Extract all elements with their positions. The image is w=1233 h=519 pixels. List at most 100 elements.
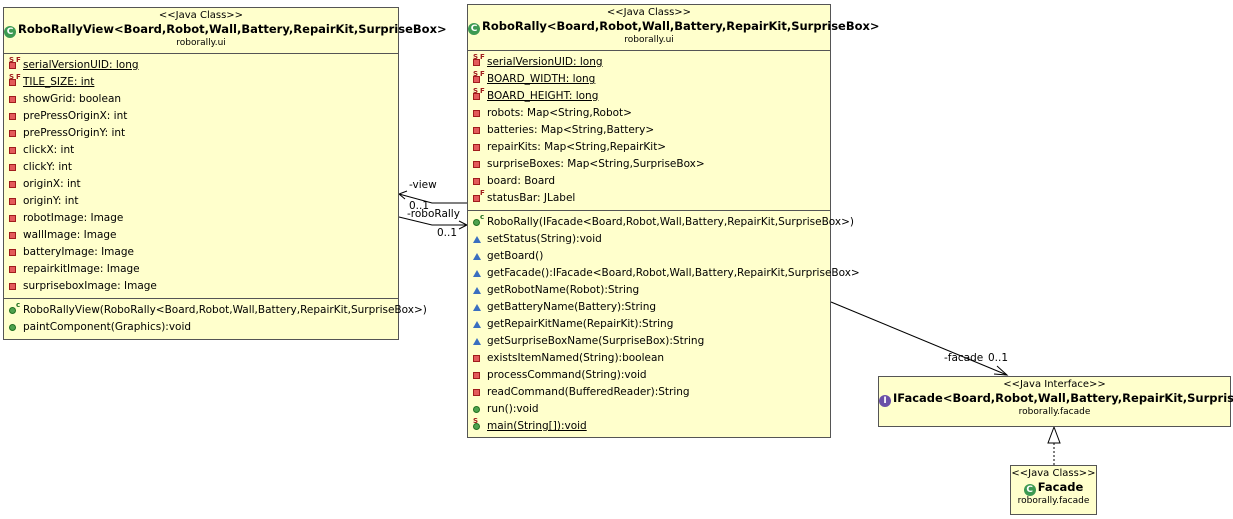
private-member-icon [473, 59, 480, 66]
member-row[interactable]: robots: Map<String,Robot> [468, 105, 830, 122]
member-row[interactable]: repairKits: Map<String,RepairKit> [468, 139, 830, 156]
member-row[interactable]: getRobotName(Robot):String [468, 282, 830, 299]
member-text: paintComponent(Graphics):void [23, 321, 192, 333]
member-row[interactable]: run():void [468, 401, 830, 418]
member-text: prePressOriginX: int [23, 110, 128, 122]
private-member-icon [9, 215, 16, 222]
member-row[interactable]: processCommand(String):void [468, 367, 830, 384]
static-modifier-icon: S [9, 56, 15, 64]
member-text: clickX: int [23, 144, 75, 156]
static-modifier-icon: S [473, 417, 479, 425]
member-text: robotImage: Image [23, 212, 124, 224]
member-text: originY: int [23, 195, 79, 207]
stereotype-label: <<Java Class>> [158, 10, 244, 21]
member-row[interactable]: board: Board [468, 173, 830, 190]
member-row[interactable]: getSurpriseBoxName(SurpriseBox):String [468, 333, 830, 350]
member-row[interactable]: originX: int [4, 176, 398, 193]
member-row[interactable]: batteryImage: Image [4, 244, 398, 261]
java-class-icon: C [1023, 484, 1036, 496]
member-text: run():void [487, 403, 539, 415]
member-text: processCommand(String):void [487, 369, 647, 381]
member-text: prePressOriginY: int [23, 127, 126, 139]
member-row[interactable]: setStatus(String):void [468, 231, 830, 248]
private-member-icon [473, 389, 480, 396]
protected-member-icon [473, 338, 481, 345]
final-modifier-icon: F [16, 56, 21, 64]
private-member-icon [473, 144, 480, 151]
private-member-icon [9, 147, 16, 154]
member-text: getSurpriseBoxName(SurpriseBox):String [487, 335, 705, 347]
member-row[interactable]: clickY: int [4, 159, 398, 176]
member-row[interactable]: prePressOriginY: int [4, 125, 398, 142]
stereotype-label: <<Java Class>> [606, 7, 692, 18]
member-row[interactable]: wallImage: Image [4, 227, 398, 244]
member-text: originX: int [23, 178, 81, 190]
member-text: showGrid: boolean [23, 93, 122, 105]
member-text: RoboRally(IFacade<Board,Robot,Wall,Batte… [487, 216, 854, 228]
static-modifier-icon: S [473, 53, 479, 61]
protected-member-icon [473, 270, 481, 277]
facade-association-arrowhead [993, 365, 1009, 376]
member-row[interactable]: showGrid: boolean [4, 91, 398, 108]
package-label: roborally.facade [1017, 496, 1090, 506]
member-text: surpriseboxImage: Image [23, 280, 157, 292]
final-modifier-icon: F [480, 87, 485, 95]
member-row[interactable]: getFacade():IFacade<Board,Robot,Wall,Bat… [468, 265, 860, 282]
static-modifier-icon: S [473, 70, 479, 78]
member-text: getRepairKitName(RepairKit):String [487, 318, 674, 330]
member-row[interactable]: robotImage: Image [4, 210, 398, 227]
member-text: getBatteryName(Battery):String [487, 301, 657, 313]
roborally-multiplicity-label: 0..1 [437, 227, 458, 239]
public-member-icon [473, 406, 480, 413]
class-name-text: Facade [1037, 480, 1084, 494]
private-member-icon [9, 181, 16, 188]
member-text: RoboRallyView(RoboRally<Board,Robot,Wall… [23, 304, 427, 316]
package-label: roborally.ui [176, 38, 226, 48]
member-text: batteryImage: Image [23, 246, 134, 258]
member-row[interactable]: getBatteryName(Battery):String [468, 299, 830, 316]
member-row[interactable]: getRepairKitName(RepairKit):String [468, 316, 830, 333]
package-label: roborally.ui [624, 35, 674, 45]
private-member-icon [9, 113, 16, 120]
private-member-icon [473, 372, 480, 379]
member-row[interactable]: prePressOriginX: int [4, 108, 398, 125]
member-row[interactable]: repairkitImage: Image [4, 261, 398, 278]
private-member-icon [473, 161, 480, 168]
private-member-icon [9, 249, 16, 256]
member-row[interactable]: originY: int [4, 193, 398, 210]
member-text: BOARD_HEIGHT: long [487, 90, 599, 102]
member-text: getFacade():IFacade<Board,Robot,Wall,Bat… [487, 267, 860, 279]
protected-member-icon [473, 287, 481, 294]
member-row[interactable]: surpriseBoxes: Map<String,SurpriseBox> [468, 156, 830, 173]
member-row[interactable]: surpriseboxImage: Image [4, 278, 398, 295]
member-row[interactable]: clickX: int [4, 142, 398, 159]
java-class-icon: C [468, 23, 480, 35]
private-member-icon [9, 164, 16, 171]
member-row[interactable]: existsItemNamed(String):boolean [468, 350, 830, 367]
member-text: serialVersionUID: long [23, 59, 139, 71]
view-multiplicity-label: 0..1 [409, 200, 430, 212]
member-row[interactable]: getBoard() [468, 248, 830, 265]
java-class-icon: C [4, 26, 16, 38]
protected-member-icon [473, 304, 481, 311]
member-row[interactable]: batteries: Map<String,Battery> [468, 122, 830, 139]
member-row[interactable]: paintComponent(Graphics):void [4, 319, 398, 336]
member-text: main(String[]):void [487, 420, 587, 432]
member-row[interactable]: readCommand(BufferedReader):String [468, 384, 830, 401]
member-text: clickY: int [23, 161, 73, 173]
